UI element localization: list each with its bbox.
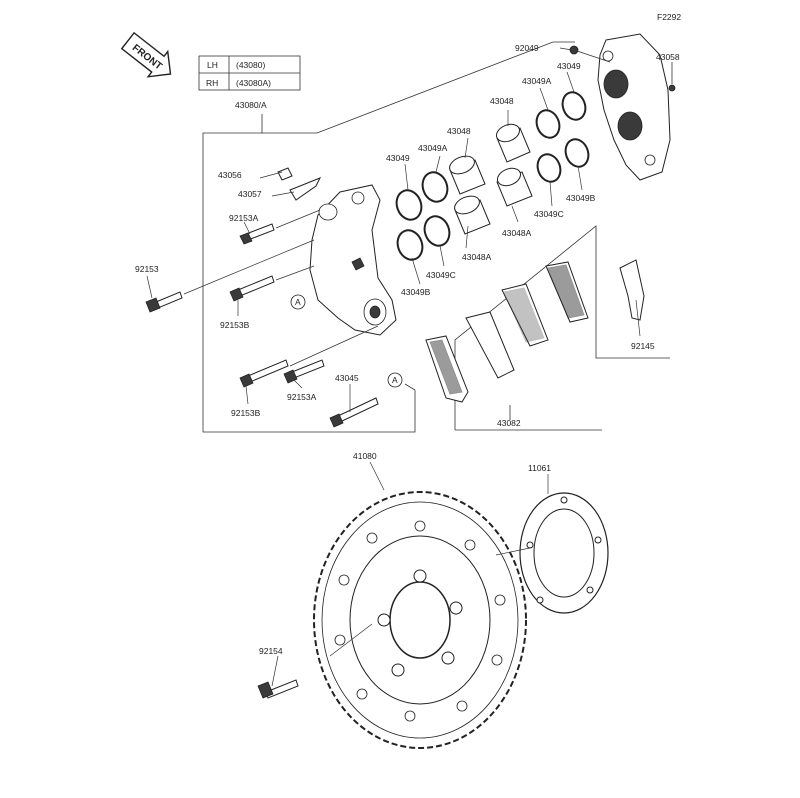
ref-a-letter-left: A bbox=[295, 297, 301, 307]
brake-pads bbox=[425, 261, 589, 403]
label-43048A-right: 43048A bbox=[502, 228, 532, 238]
label-43049-left: 43049 bbox=[386, 153, 410, 163]
label-43049C-right: 43049C bbox=[534, 209, 564, 219]
label-43045: 43045 bbox=[335, 373, 359, 383]
ref-a-letter-right: A bbox=[392, 375, 398, 385]
variant-code-lh: (43080) bbox=[236, 60, 265, 70]
label-43048-top: 43048 bbox=[490, 96, 514, 106]
caliper-body-left bbox=[309, 184, 397, 336]
label-43056: 43056 bbox=[218, 170, 242, 180]
label-92145: 92145 bbox=[631, 341, 655, 351]
spacer-11061 bbox=[519, 492, 609, 614]
label-43057: 43057 bbox=[238, 189, 262, 199]
pistons bbox=[449, 123, 533, 235]
variant-code-rh: (43080A) bbox=[236, 78, 271, 88]
label-92153B-bottom: 92153B bbox=[231, 408, 261, 418]
label-43048A-left: 43048A bbox=[462, 252, 492, 262]
label-92154: 92154 bbox=[259, 646, 283, 656]
label-92153A-top: 92153A bbox=[229, 213, 259, 223]
label-43058: 43058 bbox=[656, 52, 680, 62]
label-92153B-mid: 92153B bbox=[220, 320, 250, 330]
figure-code: F2292 bbox=[657, 12, 681, 22]
label-43049B-right: 43049B bbox=[566, 193, 596, 203]
label-92153A-bottom: 92153A bbox=[287, 392, 317, 402]
label-43080-A: 43080/A bbox=[235, 100, 267, 110]
label-43049A-mid: 43049A bbox=[418, 143, 448, 153]
label-43082: 43082 bbox=[497, 418, 521, 428]
label-41080: 41080 bbox=[353, 451, 377, 461]
variant-side-rh: RH bbox=[206, 78, 218, 88]
label-43049A-top: 43049A bbox=[522, 76, 552, 86]
brake-disc-41080 bbox=[313, 491, 527, 749]
leader-lines bbox=[146, 47, 641, 687]
seal-rings bbox=[395, 91, 590, 261]
ref-a-circle-right bbox=[387, 372, 403, 388]
plug-43058 bbox=[668, 84, 676, 92]
variant-table: LH (43080) RH (43080A) bbox=[198, 55, 301, 91]
bolts bbox=[145, 167, 379, 699]
label-43049-top: 43049 bbox=[557, 61, 581, 71]
label-92153-left: 92153 bbox=[135, 264, 159, 274]
label-11061: 11061 bbox=[528, 463, 551, 473]
variant-side-lh: LH bbox=[207, 60, 218, 70]
ref-a-circle-left bbox=[290, 294, 306, 310]
label-43048-mid: 43048 bbox=[447, 126, 471, 136]
part-labels: 43080/A 92049 43058 43049 43049A 43048 4… bbox=[135, 43, 680, 656]
caliper-body-right bbox=[597, 33, 671, 181]
label-92049: 92049 bbox=[515, 43, 539, 53]
label-43049C-left: 43049C bbox=[426, 270, 456, 280]
front-arrow-badge: FRONT bbox=[120, 31, 172, 78]
label-43049B-left: 43049B bbox=[401, 287, 431, 297]
pad-spring-92145 bbox=[619, 259, 645, 321]
